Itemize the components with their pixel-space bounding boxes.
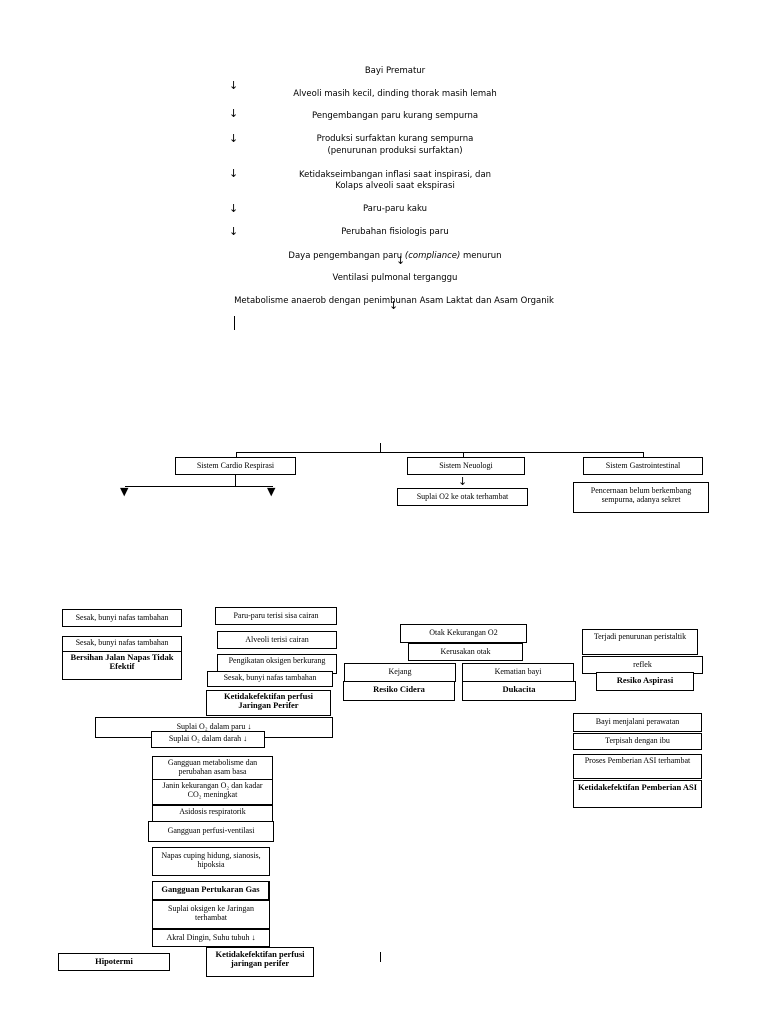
node-ventilasi-pulmonal: Ventilasi pulmonal terganggu [332,273,458,283]
node-pencernaan: Pencernaan belum berkembang sempurna, ad… [573,482,709,513]
node-ketidakseimbangan-inflasi: Ketidakseimbangan inflasi saat inspirasi… [298,170,492,180]
node-gangguan-perfusi-ventilasi: Gangguan perfusi-ventilasi [148,821,274,842]
node-bayi-perawatan: Bayi menjalani perawatan [573,713,702,732]
node-paru-kaku: Paru-paru kaku [362,204,428,214]
node-kolaps-alveoli: Kolaps alveoli saat ekspirasi [335,181,455,191]
node-sesak-2: Sesak, bunyi nafas tambahan [62,636,182,652]
connector-line [234,316,235,330]
diagnosis-dukacita: Dukacita [462,681,576,701]
arrow-icon: ↓ [229,202,239,215]
diagnosis-perfusi-jaringan-perifer: Ketidakefektifan perfusi Jaringan Perife… [206,690,331,716]
diagnosis-pemberian-asi: Ketidakefektifan Pemberian ASI [573,780,702,808]
arrow-icon: ↓ [229,79,239,92]
node-penurunan-peristaltik: Terjadi penurunan peristaltik [582,629,698,655]
arrow-icon: ↓ [389,299,399,312]
arrow-icon: ↓ [229,132,239,145]
node-bayi-prematur: Bayi Prematur [364,66,426,76]
arrow-icon: ↓ [396,254,406,267]
diagnosis-resiko-cidera: Resiko Cidera [343,681,455,701]
node-kerusakan-otak: Kerusakan otak [408,643,523,661]
node-kejang: Kejang [344,663,456,682]
arrow-icon: ↓ [458,475,468,488]
node-produksi-surfaktan-note: (penurunan produksi surfaktan) [327,146,463,156]
node-gangguan-metabolisme: Gangguan metabolisme dan perubahan asam … [152,756,273,780]
node-akral-dingin: Akral Dingin, Suhu tubuh ↓ [152,929,270,947]
node-sesak-mid: Sesak, bunyi nafas tambahan [207,671,333,687]
connector-line [380,443,381,453]
arrow-icon: ▼ [267,485,276,498]
diagnosis-gangguan-pertukaran-gas: Gangguan Pertukaran Gas [152,881,270,900]
node-pengembangan-paru: Pengembangan paru kurang sempurna [311,111,479,121]
node-suplai-o2-otak: Suplai O2 ke otak terhambat [397,488,528,506]
diagnosis-perfusi-jaringan-perifer-2: Ketidakefektifan perfusi jaringan perife… [206,947,314,977]
node-sistem-gastro: Sistem Gastrointestinal [583,457,703,475]
node-otak-kekurangan-o2: Otak Kekurangan O2 [400,624,527,643]
connector-line [380,952,381,962]
node-sistem-neurologi: Sistem Neuologi [407,457,525,475]
node-metabolisme-anaerob: Metabolisme anaerob dengan penimbunan As… [234,296,554,306]
diagnosis-resiko-aspirasi: Resiko Aspirasi [596,672,694,691]
arrow-icon: ▼ [120,485,129,498]
arrow-icon: ↓ [229,167,239,180]
arrow-icon: ↓ [229,225,239,238]
node-terpisah-ibu: Terpisah dengan ibu [573,733,702,750]
node-pemberian-asi-terhambat: Proses Pemberian ASI terhambat [573,754,702,779]
node-alveoli-terisi-cairan: Alveoli terisi cairan [217,631,337,649]
connector-line [463,452,464,457]
node-produksi-surfaktan: Produksi surfaktan kurang sempurna [316,134,474,144]
node-perubahan-fisiologis: Perubahan fisiologis paru [341,227,449,237]
connector-line [125,486,273,487]
node-suplai-o2-darah: Suplai O₂ dalam darah ↓ [151,731,265,748]
node-paru-terisi-cairan: Paru-paru terisi sisa cairan [215,607,337,625]
node-janin-kekurangan-o2: Janin kekurangan O₂ dan kadar CO₂ mening… [152,779,273,805]
node-suplai-oksigen-jaringan: Suplai oksigen ke Jaringan terhambat [152,900,270,929]
node-napas-cuping-hidung: Napas cuping hidung, sianosis, hipoksia [152,847,270,876]
node-daya-pengembangan: Daya pengembangan paru (compliance) menu… [288,251,502,261]
node-alveoli-kecil: Alveoli masih kecil, dinding thorak masi… [293,89,497,99]
node-sistem-cardio: Sistem Cardio Respirasi [175,457,296,475]
diagnosis-bersihan-jalan-napas: Bersihan Jalan Napas Tidak Efektif [62,652,182,680]
connector-line [235,475,236,487]
diagnosis-hipotermi: Hipotermi [58,953,170,971]
connector-line [236,452,237,457]
connector-line [236,452,644,453]
node-kematian-bayi: Kematian bayi [462,663,574,682]
connector-line [643,452,644,457]
node-asidosis: Asidosis respiratorik [152,805,273,822]
arrow-icon: ↓ [229,107,239,120]
node-sesak-1: Sesak, bunyi nafas tambahan [62,609,182,627]
